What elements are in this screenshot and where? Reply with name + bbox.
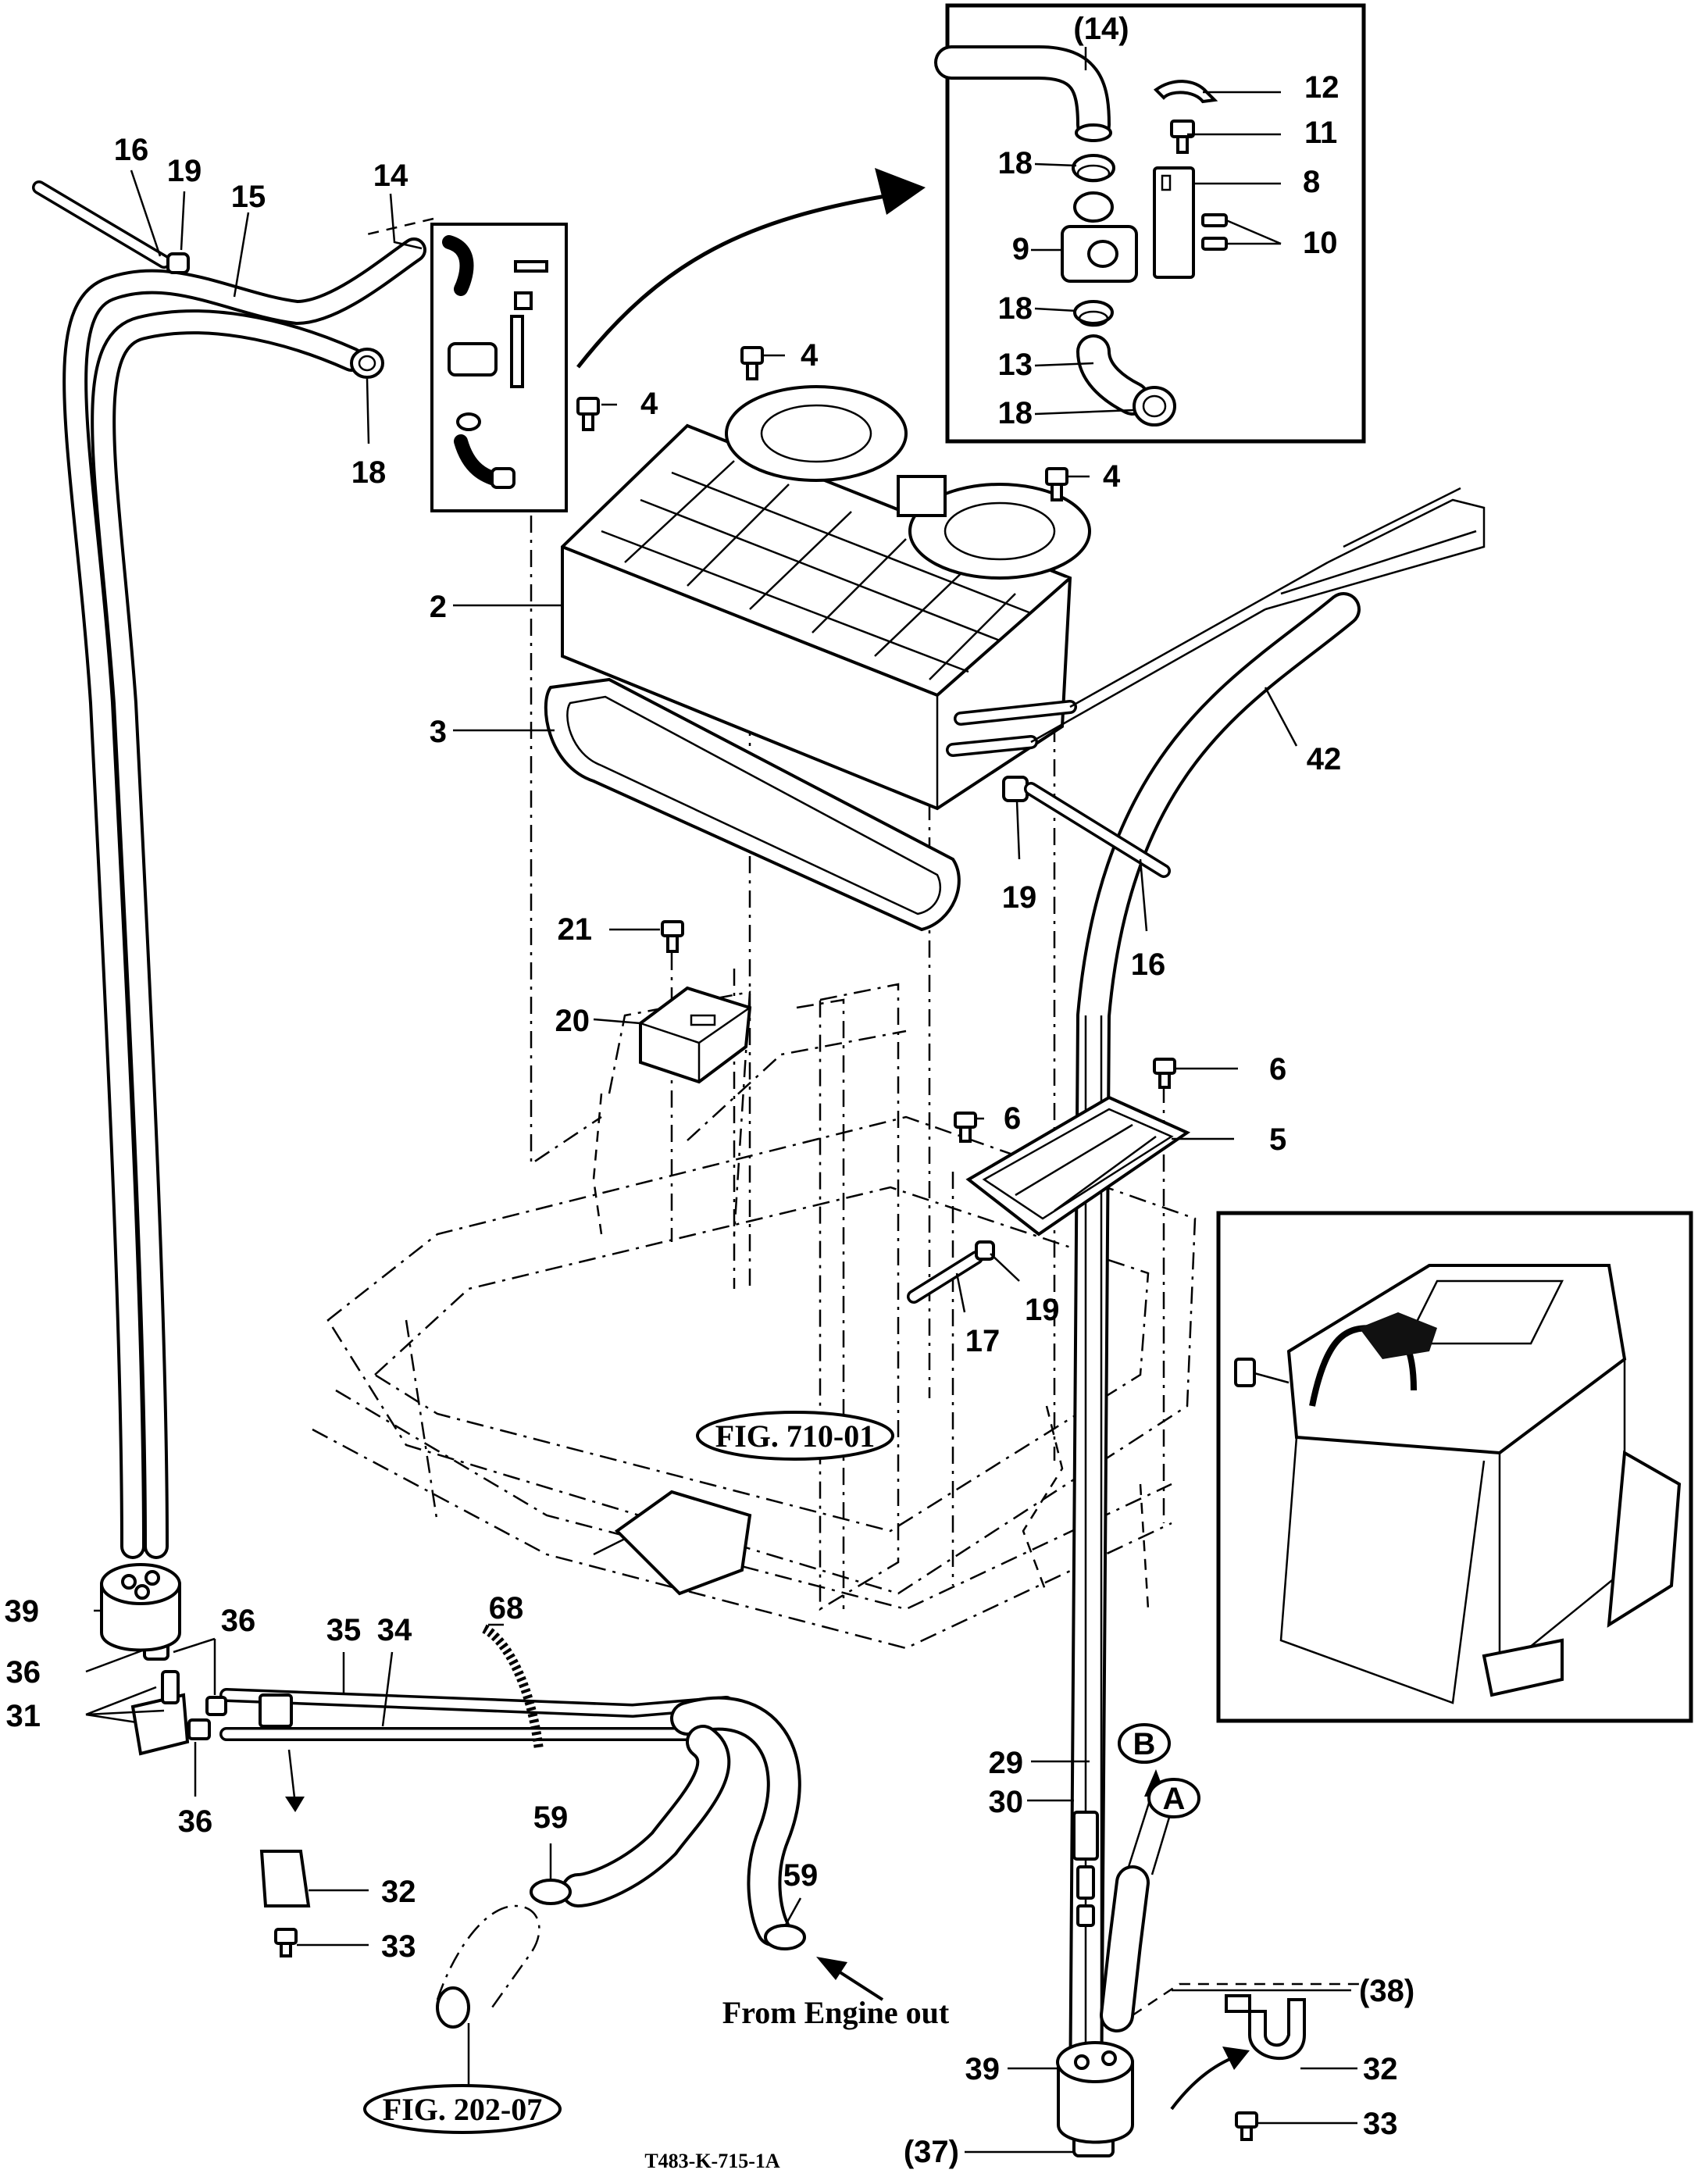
- callout-inset-13: 13: [998, 348, 1033, 382]
- callout-19b: 19: [1002, 880, 1037, 915]
- callout-32a: 32: [381, 1875, 416, 1909]
- callout-2: 2: [430, 590, 447, 624]
- heater-unit-2: [561, 385, 1329, 811]
- callout-36a: 36: [221, 1604, 256, 1638]
- callout-39b: 39: [965, 2052, 1001, 2086]
- callout-labels: (14) 12 11 18 8 9 10 18 13 18 16 19 15 1…: [5, 12, 1415, 2169]
- tube-17: [907, 1240, 995, 1304]
- callout-inset-11: 11: [1304, 116, 1337, 150]
- clamp-32-right: [1170, 1994, 1306, 2141]
- callout-33a: 33: [381, 1929, 416, 1964]
- from-engine-arrow: [816, 1957, 884, 2001]
- gasket-3: [544, 677, 961, 932]
- detail-pointer-arrow: [576, 168, 926, 369]
- callout-38: (38): [1359, 1974, 1414, 2008]
- callout-29: 29: [989, 1746, 1024, 1780]
- bolts-4: [576, 346, 1068, 501]
- connection-markers: B A: [1118, 1723, 1200, 1818]
- callout-6b: 6: [1004, 1101, 1021, 1136]
- callout-4a: 4: [640, 387, 658, 421]
- callout-34: 34: [377, 1613, 412, 1647]
- callout-36c: 36: [178, 1804, 213, 1839]
- callout-31: 31: [6, 1699, 41, 1733]
- callout-inset-10: 10: [1303, 226, 1338, 260]
- figure-id: T483-K-715-1A: [644, 2150, 780, 2172]
- callout-20: 20: [555, 1004, 590, 1038]
- engine-connector: [436, 1904, 540, 2093]
- valve-detail-inset: [934, 3, 1366, 444]
- callout-32b: 32: [1363, 2052, 1398, 2086]
- callout-36b: 36: [6, 1655, 41, 1690]
- ref-fig-202: FIG. 202-07: [383, 2092, 542, 2127]
- lower-hoses-34-35: [219, 1688, 801, 1947]
- tractor-location-inset: [1216, 1211, 1693, 1723]
- from-engine-label: From Engine out: [722, 1995, 950, 2030]
- callout-37: (37): [904, 2135, 959, 2169]
- control-module-20: [639, 920, 752, 1084]
- tube-16-right: [1002, 776, 1171, 878]
- callout-4b: 4: [801, 338, 819, 373]
- callout-30: 30: [989, 1785, 1024, 1819]
- filter-5: [954, 1058, 1191, 1237]
- hose-clamp-18: [350, 348, 384, 379]
- tee-fitting-31: [130, 1639, 227, 1756]
- callout-21: 21: [558, 912, 593, 947]
- marker-b: B: [1133, 1727, 1156, 1761]
- callout-16b: 16: [1131, 947, 1166, 982]
- callout-15: 15: [231, 180, 266, 214]
- callout-leaders: [85, 170, 1357, 2154]
- callout-inset-18a: 18: [998, 146, 1033, 180]
- callout-59b: 59: [783, 1858, 819, 1893]
- callout-inset-9: 9: [1012, 232, 1029, 266]
- ref-fig-710: FIG. 710-01: [715, 1419, 875, 1454]
- heater-hose-15: [62, 237, 426, 1559]
- callout-19c: 19: [1025, 1293, 1060, 1327]
- callout-18: 18: [351, 455, 387, 490]
- blower-motor: [593, 1490, 752, 1596]
- callout-19a: 19: [167, 154, 202, 188]
- callout-inset-14: (14): [1073, 12, 1129, 46]
- callout-35: 35: [326, 1613, 362, 1647]
- callout-inset-12: 12: [1304, 70, 1339, 105]
- callout-68: 68: [489, 1591, 524, 1626]
- callout-14: 14: [373, 159, 408, 193]
- callout-42: 42: [1307, 742, 1342, 776]
- figure-references: FIG. 710-01 FIG. 202-07 From Engine out: [363, 1411, 950, 2134]
- callout-4c: 4: [1103, 459, 1121, 494]
- callout-16a: 16: [114, 133, 149, 167]
- marker-a: A: [1163, 1782, 1186, 1816]
- callout-6a: 6: [1269, 1052, 1286, 1087]
- valve-detail-small-box: [366, 217, 568, 512]
- tube-16-top: [32, 180, 190, 274]
- cab-frame: [312, 983, 1197, 1650]
- grommet-39-lower: [1056, 2041, 1134, 2144]
- callout-33b: 33: [1363, 2107, 1398, 2141]
- clamp-32-left: [259, 1693, 311, 1957]
- callout-3: 3: [430, 715, 447, 749]
- callout-39a: 39: [5, 1594, 40, 1629]
- callout-inset-18c: 18: [998, 396, 1033, 430]
- grommet-39-left: [100, 1563, 181, 1652]
- callout-59a: 59: [533, 1800, 569, 1835]
- callout-inset-18b: 18: [998, 291, 1033, 326]
- callout-inset-8: 8: [1303, 165, 1320, 199]
- callout-17: 17: [965, 1324, 1001, 1358]
- hose-68: [481, 1624, 544, 1750]
- callout-5: 5: [1269, 1122, 1286, 1157]
